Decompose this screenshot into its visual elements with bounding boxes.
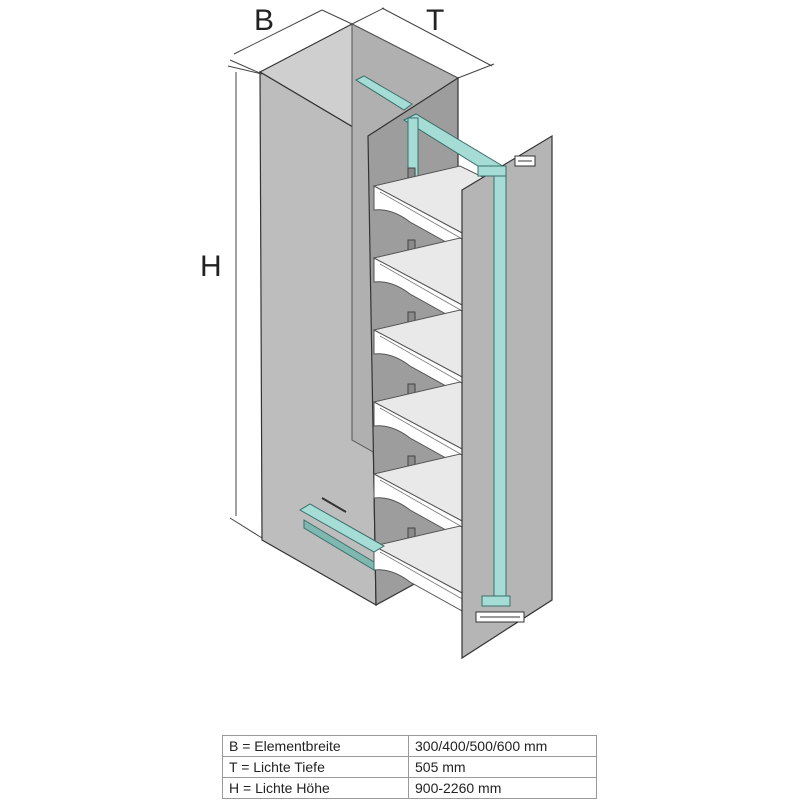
spec-key-depth: T = Lichte Tiefe: [222, 756, 409, 778]
table-row: T = Lichte Tiefe 505 mm: [222, 756, 597, 778]
spec-key-width: B = Elementbreite: [222, 735, 409, 757]
spec-value-width: 300/400/500/600 mm: [408, 735, 597, 757]
spec-value-depth: 505 mm: [408, 756, 597, 778]
dimension-lines: [227, 7, 495, 539]
depth-dimension-line: [381, 7, 493, 67]
door-panel: [461, 134, 553, 660]
door-fitting-top: [514, 155, 536, 167]
width-dimension-line: [233, 9, 323, 55]
pullout-cabinet-diagram: B T H: [200, 4, 553, 660]
table-row: H = Lichte Höhe 900-2260 mm: [222, 777, 597, 799]
height-label: H: [200, 250, 222, 283]
spec-value-height: 900-2260 mm: [408, 777, 597, 799]
table-row: B = Elementbreite 300/400/500/600 mm: [222, 735, 597, 757]
spec-key-height: H = Lichte Höhe: [222, 777, 409, 799]
door-fitting-bottom: [475, 611, 525, 623]
spec-table: B = Elementbreite 300/400/500/600 mm T =…: [222, 735, 597, 799]
top-rail: [354, 75, 507, 177]
bottom-runner: [299, 497, 385, 571]
depth-label: T: [426, 4, 444, 37]
width-label: B: [254, 4, 274, 37]
front-frame-rail: [477, 165, 511, 607]
